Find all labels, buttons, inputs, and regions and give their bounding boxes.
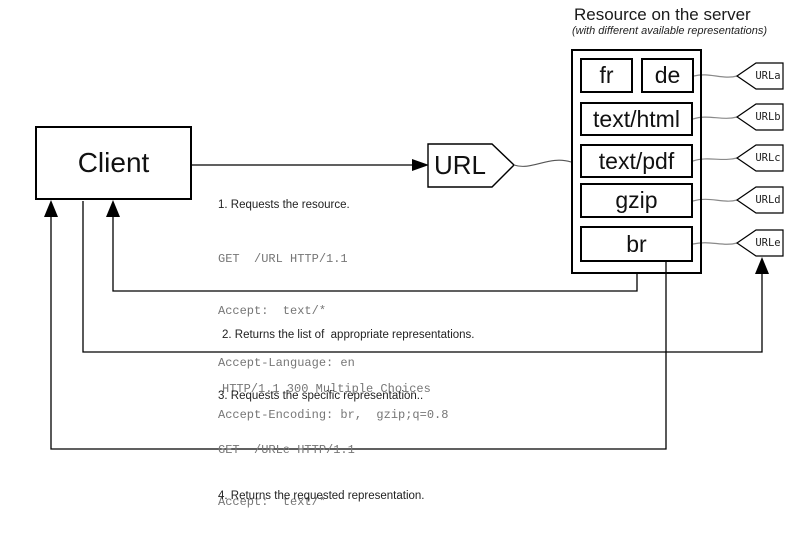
url-node-label: URL	[433, 150, 486, 180]
message-2: 2. Returns the list of appropriate repre…	[222, 292, 475, 433]
url-tag-label-e: URLe	[755, 237, 781, 249]
url-tag-label-c: URLc	[755, 152, 781, 164]
message-1-code-line: Accept-Encoding: br, gzip;q=0.8	[218, 408, 449, 422]
message1-arrowhead-icon	[412, 159, 429, 171]
message-1-code-line: Accept: text/*	[218, 304, 327, 318]
rep-label: fr	[599, 62, 614, 88]
rep-box-fr: fr	[580, 58, 633, 93]
rep-box-text-html: text/html	[580, 102, 693, 136]
rep-label: br	[626, 230, 647, 257]
message-3-title: 3. Requests the specific representation.…	[218, 390, 424, 402]
rep-label: text/html	[593, 105, 680, 132]
url-to-server-connector	[513, 159, 572, 167]
connector-urlb	[692, 116, 738, 120]
url-tag-b-shape	[735, 103, 784, 131]
url-tag-d-shape	[735, 186, 784, 214]
rep-box-text-pdf: text/pdf	[580, 144, 693, 178]
url-tag-c-shape	[735, 144, 784, 172]
message2-return-line	[112, 216, 638, 292]
message-4: 4. Returns the requested representation.…	[218, 453, 425, 542]
url-tag-label-d: URLd	[755, 194, 781, 206]
message-2-title: 2. Returns the list of appropriate repre…	[222, 329, 475, 341]
message4-arrowhead-icon	[44, 200, 58, 217]
url-node-shape	[427, 143, 516, 188]
message-1: 1. Requests the resource. GET /URL HTTP/…	[218, 162, 448, 459]
server-box	[571, 49, 702, 274]
client-label: Client	[77, 147, 150, 178]
message-4-title: 4. Returns the requested representation.	[218, 490, 425, 502]
server-subtitle: (with different available representation…	[572, 25, 768, 37]
url-tag-e-shape	[735, 229, 784, 257]
rep-label: de	[654, 62, 681, 88]
message-1-code-line: Accept-Language: en	[218, 356, 355, 370]
message3-arrowhead-icon	[755, 257, 769, 274]
message-1-title: 1. Requests the resource.	[218, 199, 350, 211]
url-tag-label-b: URLb	[755, 111, 781, 123]
rep-label: text/pdf	[598, 147, 675, 174]
message-3-code-line: GET /URLe HTTP/1.1	[218, 443, 355, 457]
message-3: 3. Requests the specific representation.…	[218, 353, 448, 542]
message3-request-line	[82, 201, 763, 353]
server-title: Resource on the server	[574, 5, 751, 24]
connector-urld	[692, 198, 738, 202]
connector-urle	[692, 242, 738, 245]
message-2-code-line: HTTP/1.1 300 Multiple Choices	[222, 382, 431, 396]
message-3-code-line: Accept: text/*	[218, 495, 327, 509]
url-tag-label-a: URLa	[755, 70, 781, 82]
message4-return-line	[50, 216, 667, 450]
client-box: Client	[35, 126, 192, 200]
rep-box-br: br	[580, 226, 693, 262]
url-tag-a-shape	[735, 62, 784, 90]
rep-box-gzip: gzip	[580, 183, 693, 218]
message2-arrowhead-icon	[106, 200, 120, 217]
rep-box-de: de	[641, 58, 694, 93]
message-1-code-line: GET /URL HTTP/1.1	[218, 252, 348, 266]
connector-urla	[693, 74, 738, 78]
rep-label: gzip	[615, 187, 658, 213]
connector-urlc	[692, 157, 738, 162]
